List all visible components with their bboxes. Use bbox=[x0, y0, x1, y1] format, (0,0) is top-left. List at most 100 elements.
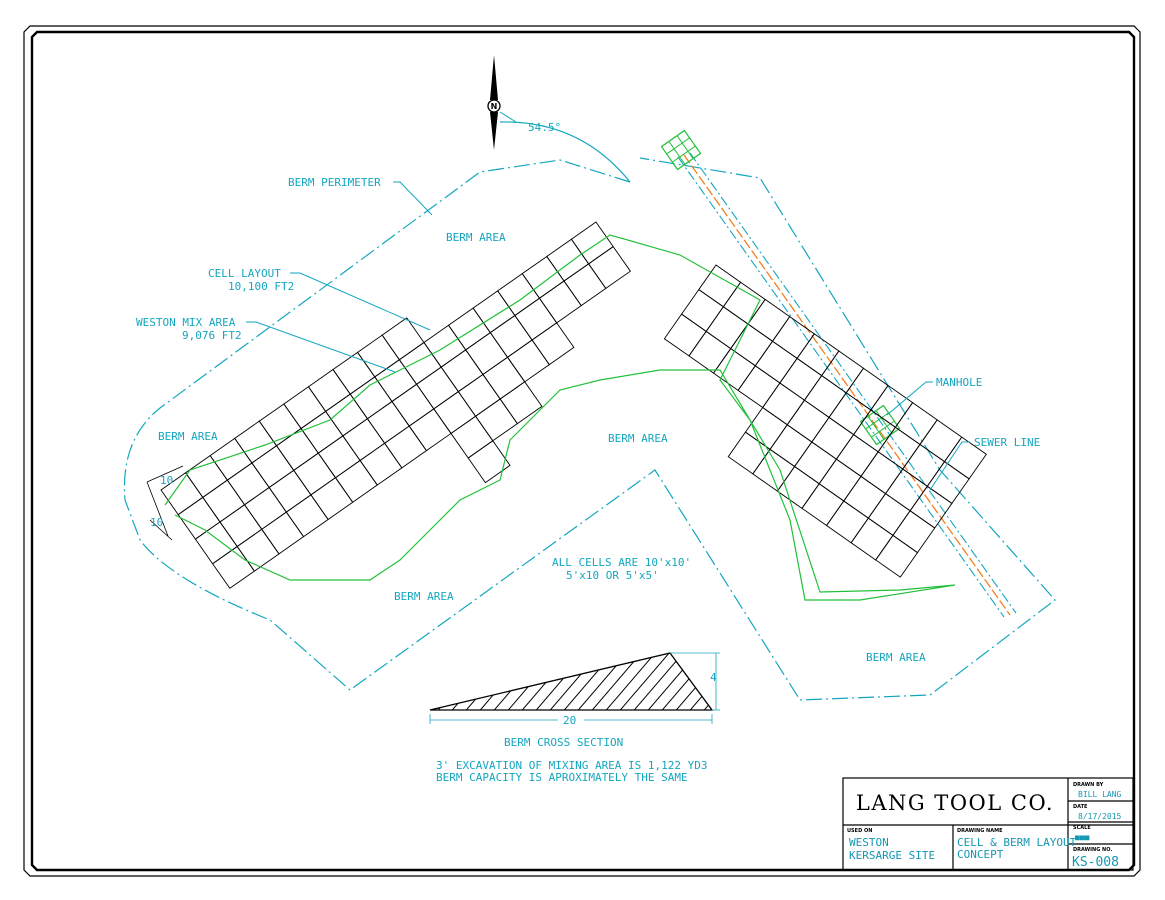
cell bbox=[892, 510, 936, 554]
cell bbox=[349, 376, 393, 420]
cell bbox=[467, 440, 511, 484]
date-value: 8/17/2015 bbox=[1078, 812, 1122, 821]
cells-note-2: 5'x10 OR 5'x5' bbox=[566, 569, 659, 582]
cell bbox=[762, 382, 806, 426]
cell bbox=[843, 475, 887, 519]
drawing-name-label: DRAWING NAME bbox=[957, 828, 1003, 834]
berm-cross-section bbox=[429, 652, 720, 724]
angle-arc bbox=[499, 121, 631, 183]
outer-border bbox=[23, 25, 1141, 877]
cell bbox=[391, 383, 435, 427]
cell bbox=[211, 545, 256, 589]
cell-grid-east-leg bbox=[663, 264, 987, 578]
cell bbox=[752, 448, 796, 492]
cell bbox=[293, 452, 337, 496]
cell bbox=[261, 511, 305, 555]
cell bbox=[497, 273, 541, 317]
drawing-name-line-2: CONCEPT bbox=[957, 848, 1004, 861]
cell bbox=[850, 517, 894, 561]
cell bbox=[902, 443, 946, 487]
cell bbox=[450, 415, 494, 459]
cell bbox=[779, 357, 823, 401]
cell bbox=[867, 492, 911, 536]
note-berm-capacity: BERM CAPACITY IS APROXIMATELY THE SAME bbox=[436, 771, 688, 784]
sewer-line bbox=[677, 152, 1017, 618]
cell bbox=[825, 500, 869, 544]
cell bbox=[268, 469, 312, 513]
cell-layout-area: 10,100 FT2 bbox=[228, 280, 294, 293]
weston-mix-area-label: WESTON MIX AREA bbox=[136, 316, 236, 329]
cross-section-title: BERM CROSS SECTION bbox=[504, 736, 623, 749]
note-excavation: 3' EXCAVATION OF MIXING AREA IS 1,122 YD… bbox=[436, 759, 708, 772]
cell bbox=[793, 441, 838, 485]
angle-label: 54.5° bbox=[528, 121, 561, 134]
cell bbox=[398, 341, 442, 385]
cell bbox=[332, 351, 376, 395]
inlet-grate-icon bbox=[660, 129, 702, 171]
used-on-line-1: WESTON bbox=[849, 836, 889, 849]
berm-area-bottom: BERM AREA bbox=[394, 590, 454, 603]
cell-layout-label: CELL LAYOUT bbox=[208, 267, 281, 280]
date-label: DATE bbox=[1073, 804, 1088, 810]
berm-perimeter-leader bbox=[393, 181, 433, 216]
cell bbox=[307, 368, 351, 412]
cell bbox=[374, 359, 418, 403]
drawn-by-label: DRAWN BY bbox=[1073, 782, 1104, 788]
drawing-name-line-1: CELL & BERM LAYOUT bbox=[957, 836, 1077, 849]
cell bbox=[243, 486, 287, 530]
cell bbox=[408, 408, 452, 452]
cross-section-width: 20 bbox=[563, 714, 576, 727]
cell bbox=[384, 425, 428, 469]
cell bbox=[325, 393, 369, 437]
cell bbox=[202, 479, 246, 523]
berm-area-top: BERM AREA bbox=[446, 231, 506, 244]
cell bbox=[754, 340, 798, 384]
cell bbox=[771, 315, 815, 360]
north-arrow-icon: N bbox=[487, 55, 517, 150]
cell bbox=[359, 442, 403, 486]
cell bbox=[860, 451, 904, 495]
cell bbox=[786, 399, 830, 443]
cell bbox=[531, 322, 575, 366]
weston-mix-area-value: 9,076 FT2 bbox=[182, 329, 242, 342]
sewer-line-leader bbox=[929, 441, 970, 491]
cell bbox=[251, 445, 295, 489]
cell bbox=[465, 332, 509, 376]
cell bbox=[835, 433, 879, 478]
cell bbox=[317, 435, 361, 479]
weston-mix-area-outline bbox=[164, 234, 956, 601]
cell bbox=[663, 313, 707, 357]
drawing-no-value: KS-008 bbox=[1072, 855, 1119, 870]
cell bbox=[433, 391, 477, 435]
cell bbox=[440, 349, 484, 393]
berm-area-left: BERM AREA bbox=[158, 430, 218, 443]
cell bbox=[474, 398, 518, 442]
cell bbox=[366, 400, 410, 444]
cell bbox=[688, 330, 732, 374]
scale-value: ■■■ bbox=[1075, 833, 1090, 842]
dim-10-top: 10 bbox=[160, 474, 173, 487]
cell bbox=[563, 263, 607, 307]
cell bbox=[514, 297, 558, 341]
cell bbox=[875, 534, 919, 578]
cell bbox=[587, 245, 632, 290]
cross-section-height: 4 bbox=[710, 671, 717, 684]
cell bbox=[499, 381, 543, 425]
drawing-no-label: DRAWING NO. bbox=[1073, 847, 1112, 853]
cell bbox=[423, 324, 467, 368]
cell bbox=[334, 459, 378, 503]
cell bbox=[506, 339, 550, 383]
cell bbox=[482, 356, 526, 400]
title-block bbox=[842, 777, 1134, 871]
used-on-line-2: KERSARGE SITE bbox=[849, 849, 935, 862]
cell bbox=[521, 255, 565, 299]
dim-10-left: 10 bbox=[150, 516, 163, 529]
cell bbox=[769, 424, 813, 468]
cell bbox=[310, 477, 354, 521]
north-symbol: N bbox=[491, 102, 498, 111]
sewer-line-label: SEWER LINE bbox=[974, 436, 1040, 449]
cell bbox=[226, 462, 270, 506]
cell bbox=[356, 334, 401, 378]
manhole-leader bbox=[886, 381, 933, 416]
